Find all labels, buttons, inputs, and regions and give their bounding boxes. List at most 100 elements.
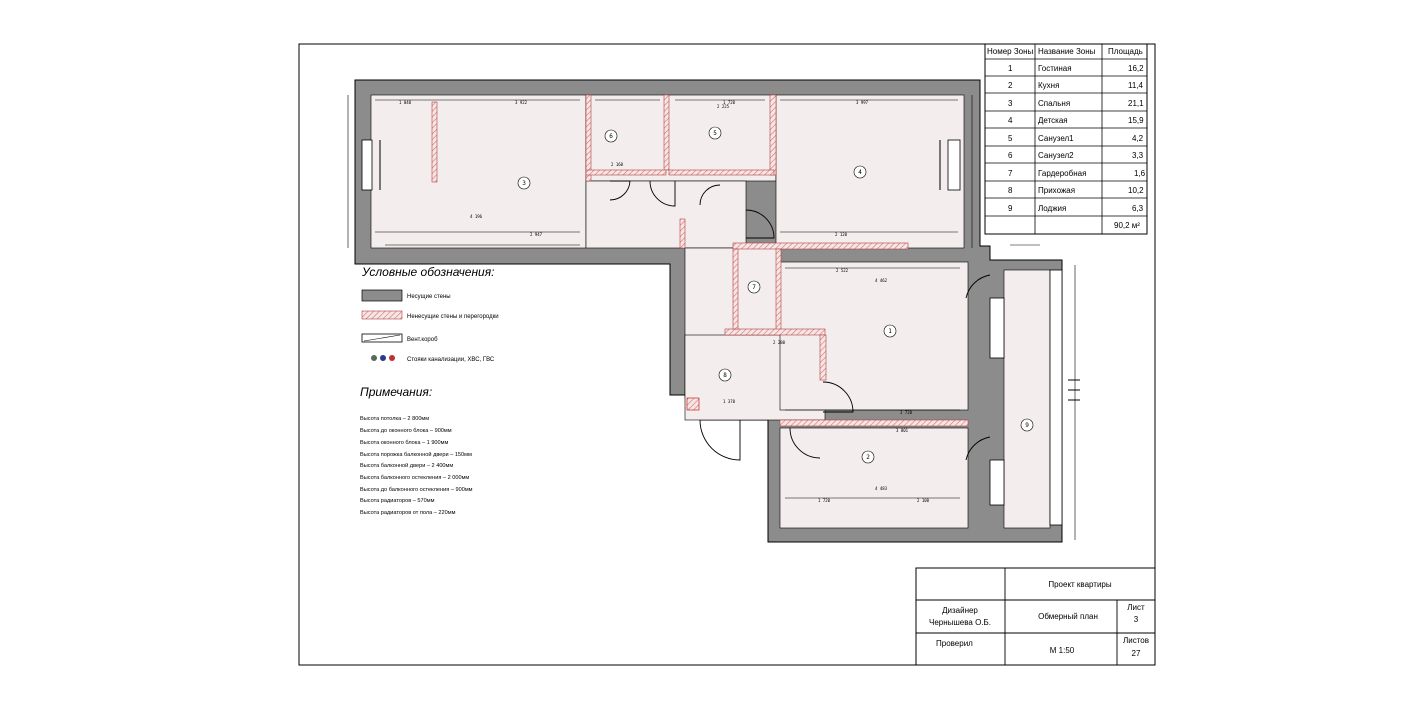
svg-text:Санузел2: Санузел2 [1038,151,1074,160]
room-marker-8: 8 [718,368,732,382]
door-entrance [699,419,741,461]
svg-text:3,3: 3,3 [1132,151,1144,160]
svg-text:Спальня: Спальня [1038,99,1070,108]
svg-text:7: 7 [1008,169,1013,178]
doors [609,180,991,461]
legend: Условные обозначения: Несущие стены Нене… [361,265,499,363]
designer-role: Дизайнер [942,606,978,615]
svg-text:7: 7 [752,284,756,291]
svg-text:1,6: 1,6 [1134,169,1146,178]
room-areas [370,94,1051,529]
dim-label: 2 160 [611,162,624,167]
dimension-lines [347,95,1076,540]
door-wardrobe [699,184,721,206]
sheets-label: Листов [1123,636,1149,645]
legend-item-label: Стояки канализации, ХВС, ГВС [407,357,495,363]
note-line: Высота потолка – 2 800мм [360,416,429,422]
room-marker-5: 5 [708,126,722,140]
room-bath-corridor-area [585,94,777,182]
door-loggia-1 [965,274,991,299]
dim-label: 4 462 [875,278,888,283]
window-loggia [1049,269,1063,526]
note-line: Высота до балконного остекления – 900мм [360,487,473,493]
svg-text:8: 8 [1008,186,1013,195]
door-kitchen [789,427,821,459]
svg-text:4: 4 [1008,116,1013,125]
svg-text:9: 9 [1025,422,1029,429]
table-row: 4 Детская 15,9 [1008,116,1144,125]
room-loggia-area [1003,269,1051,529]
dim-label: 2 100 [917,498,930,503]
radiators [379,140,1080,401]
note-line: Высота балконного остекления – 2 000мм [360,475,469,481]
svg-text:1: 1 [888,328,892,335]
door-bath1 [609,180,631,201]
window-bedroom [361,139,373,191]
svg-text:16,2: 16,2 [1128,64,1144,73]
scale: М 1:50 [1050,646,1075,655]
checked-label: Проверил [936,639,973,648]
note-line: Высота оконного блока – 1 900мм [360,440,449,446]
note-line: Высота до оконного блока – 900мм [360,428,452,434]
table-row: 3 Спальня 21,1 [1008,99,1144,108]
floor-plan: 3 922 2 522 4 462 3 720 3 801 4 483 4 19… [347,79,1080,543]
table-total: 90,2 м² [1114,221,1140,230]
sheet-label: Лист [1127,603,1145,612]
svg-text:4: 4 [858,169,862,176]
room-markers: 1 2 3 4 5 6 7 8 9 [517,126,1034,464]
notes: Примечания: Высота потолка – 2 800мм Выс… [360,385,473,516]
room-marker-1: 1 [883,324,897,338]
notes-title: Примечания: [360,385,432,399]
dim-label: 1 720 [723,100,736,105]
svg-text:21,1: 21,1 [1128,99,1144,108]
dim-label: 2 120 [835,232,848,237]
svg-text:Детская: Детская [1038,116,1068,125]
door-living [822,381,854,413]
svg-text:Санузел1: Санузел1 [1038,134,1074,143]
svg-text:3: 3 [1008,99,1013,108]
note-line: Высота балконной двери – 2 400мм [360,462,453,469]
svg-text:Прихожая: Прихожая [1038,186,1075,195]
window-nursery [947,139,961,191]
svg-text:2: 2 [1008,81,1013,90]
door-bath2 [649,180,676,207]
room-marker-2: 2 [861,450,875,464]
svg-text:15,9: 15,9 [1128,116,1144,125]
table-header-num: Номер Зоны [987,47,1034,56]
partition-swatch [361,310,403,320]
dim-label: 1 370 [723,399,736,404]
svg-text:Кухня: Кухня [1038,81,1059,90]
svg-text:6,3: 6,3 [1132,204,1144,213]
table-header-name: Название Зоны [1038,47,1096,56]
legend-title: Условные обозначения: [361,265,494,279]
riser-dots [371,355,395,361]
bearing-wall-swatch [361,289,403,302]
room-marker-9: 9 [1020,418,1034,432]
room-hall-top-area [585,180,747,249]
balcony-door-kitchen [989,459,1005,506]
svg-text:5: 5 [713,130,717,137]
dim-label: 4 196 [470,214,483,219]
balcony-door-living [989,297,1005,359]
svg-text:8: 8 [723,372,727,379]
svg-text:2: 2 [866,454,870,461]
svg-text:Лоджия: Лоджия [1038,204,1066,213]
dim-label: 1 040 [399,100,412,105]
dim-label: 3 720 [900,410,913,415]
dim-label: 2 522 [836,268,849,273]
svg-text:3: 3 [522,180,526,187]
dim-label: 3 997 [856,100,869,105]
dim-label: 3 922 [515,100,528,105]
svg-text:6: 6 [1008,151,1013,160]
svg-text:Гостиная: Гостиная [1038,64,1072,73]
sheet-name: Обмерный план [1038,612,1098,621]
svg-text:5: 5 [1008,134,1013,143]
